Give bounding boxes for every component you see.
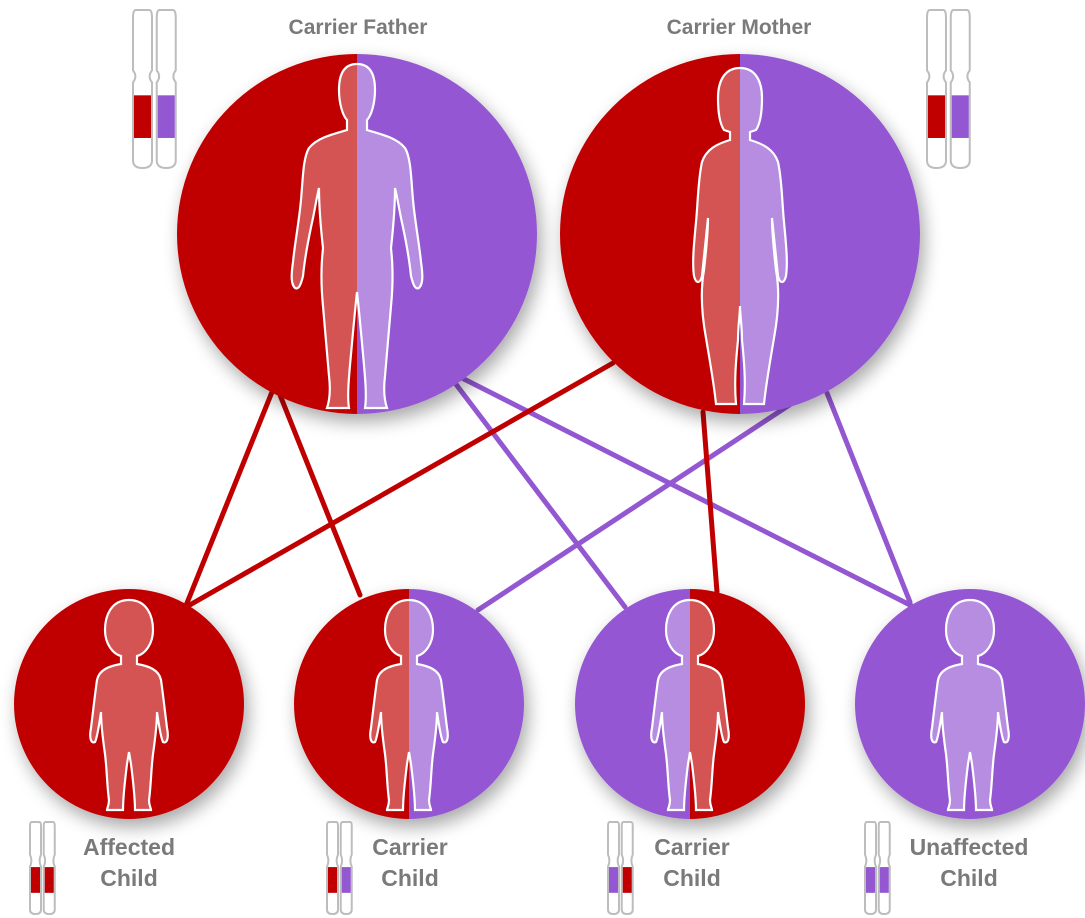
- child-circle-child2: [294, 589, 524, 819]
- parent-circle-mother: [560, 54, 920, 414]
- child-label-line2: Child: [663, 865, 721, 891]
- allele-band: [342, 867, 351, 893]
- child-label-line1: Carrier: [372, 834, 447, 860]
- allele-band: [866, 867, 875, 893]
- chromosome-pair-child4: [865, 822, 890, 914]
- link-father-to-child1: [185, 392, 272, 608]
- child-label-line1: Unaffected: [910, 834, 1029, 860]
- allele-band: [134, 95, 151, 138]
- chromosome-pair-child2: [327, 822, 352, 914]
- allele-band: [952, 95, 969, 138]
- child-label-line1: Carrier: [654, 834, 729, 860]
- chromosome-right: [951, 10, 970, 168]
- chromosome-pair-mother: [927, 10, 970, 168]
- chromosome-pair-father: [133, 10, 176, 168]
- child-label-line2: Child: [381, 865, 439, 891]
- child-circle-child3: [575, 589, 805, 819]
- parent-circle-father: [177, 54, 537, 414]
- parent-label-father: Carrier Father: [289, 16, 428, 39]
- child-circle-child1: [14, 589, 244, 819]
- allele-band: [45, 867, 54, 893]
- allele-band: [31, 867, 40, 893]
- allele-band: [328, 867, 337, 893]
- child-label-line2: Child: [100, 865, 158, 891]
- allele-band: [158, 95, 175, 138]
- child-label-line1: Affected: [83, 834, 175, 860]
- allele-band: [623, 867, 632, 893]
- person-circles: [14, 54, 1085, 819]
- link-father-to-child2: [280, 395, 360, 595]
- link-mother-to-child2: [478, 400, 797, 610]
- child-circle-child4: [855, 589, 1085, 819]
- parent-label-mother: Carrier Mother: [667, 16, 812, 39]
- chromosome-left: [133, 10, 152, 168]
- child-label-line2: Child: [940, 865, 998, 891]
- chromosome-pair-child3: [608, 822, 633, 914]
- allele-band: [880, 867, 889, 893]
- allele-band: [609, 867, 618, 893]
- chromosome-left: [927, 10, 946, 168]
- allele-band: [928, 95, 945, 138]
- chromosome-right: [157, 10, 176, 168]
- chromosome-pair-child1: [30, 822, 55, 914]
